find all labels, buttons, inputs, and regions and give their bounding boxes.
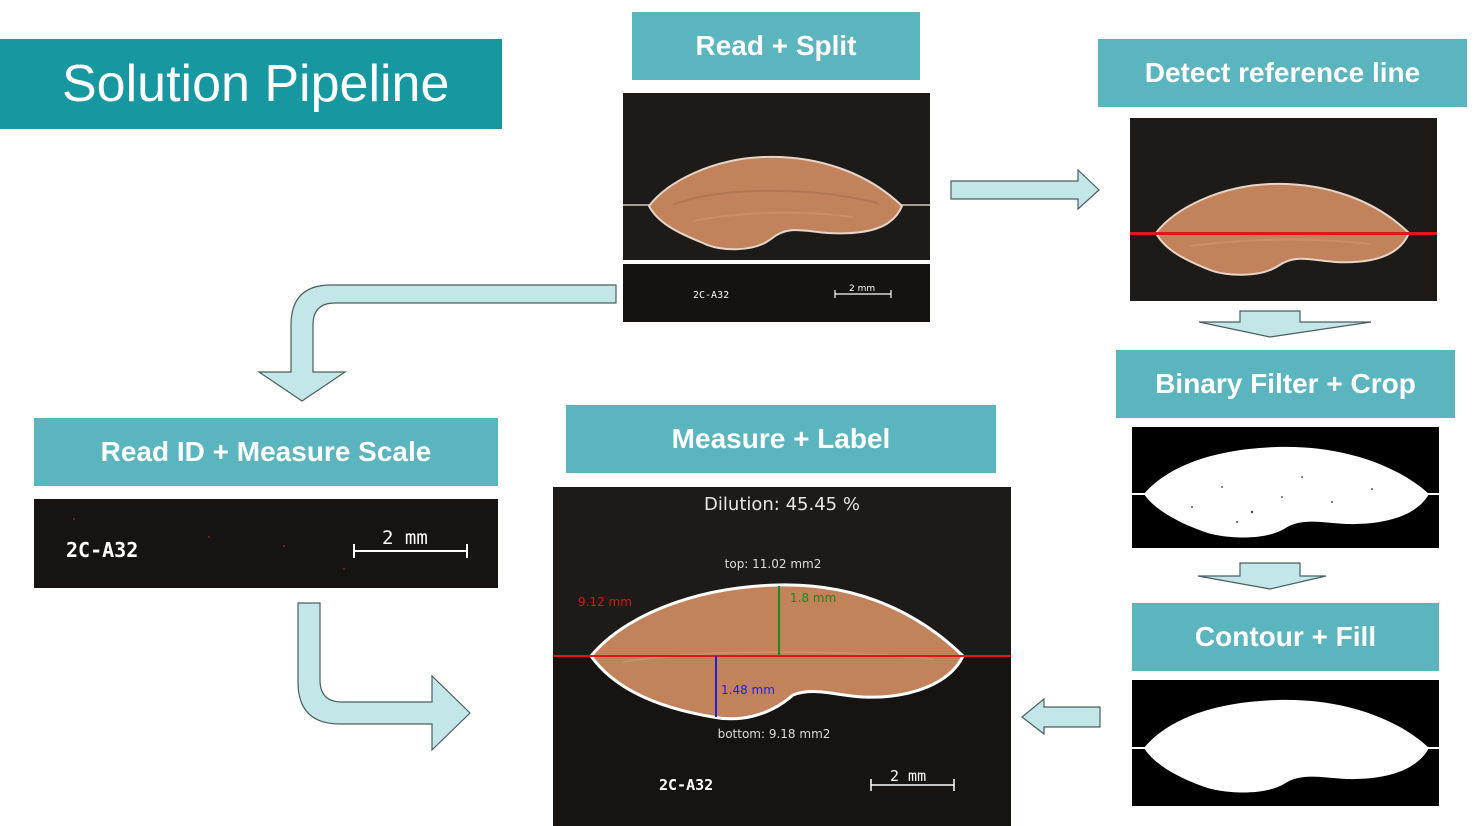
height-bottom-label: 1.48 mm	[721, 683, 775, 697]
measured-sample-id: 2C-A32	[659, 776, 713, 794]
height-top-label: 1.8 mm	[790, 591, 836, 605]
reference-line	[1130, 232, 1437, 235]
split-scale-label: 2 mm	[849, 284, 875, 294]
reference-line-image-panel	[1130, 118, 1437, 301]
arrow-bent-readid-to-measure	[297, 602, 471, 752]
arrow-left-contour-to-measure	[1021, 697, 1101, 736]
dilution-label: Dilution: 45.45 %	[704, 494, 860, 515]
split-sample-id: 2C-A32	[693, 290, 729, 301]
binary-image-panel	[1132, 427, 1439, 548]
measured-scale-label: 2 mm	[890, 767, 926, 785]
step-read-split: Read + Split	[632, 12, 920, 80]
step-measure-label: Measure + Label	[566, 405, 996, 473]
width-label: 9.12 mm	[578, 595, 632, 609]
sample-id-label: 2C-A32	[66, 538, 138, 562]
top-area-label: top: 11.02 mm2	[725, 557, 822, 571]
contour-image-panel	[1132, 680, 1439, 806]
arrow-down-reference-to-binary	[1198, 310, 1372, 338]
split-image-panel: 2C-A32 2 mm	[623, 93, 930, 322]
scale-bar-label: 2 mm	[382, 527, 428, 549]
id-scale-image-panel: 2C-A32 2 mm	[34, 499, 498, 588]
step-contour-fill: Contour + Fill	[1132, 603, 1439, 671]
step-read-id-measure-scale: Read ID + Measure Scale	[34, 418, 498, 486]
measured-image-panel: Dilution: 45.45 % top: 11.02 mm2 9.12 mm…	[553, 487, 1011, 826]
step-binary-filter-crop: Binary Filter + Crop	[1116, 350, 1455, 418]
arrow-right-split-to-reference	[950, 168, 1100, 211]
arrow-bent-split-to-readid	[257, 284, 617, 402]
step-detect-reference-line: Detect reference line	[1098, 39, 1467, 107]
page-title: Solution Pipeline	[0, 39, 502, 129]
arrow-down-binary-to-contour	[1197, 562, 1327, 590]
bottom-area-label: bottom: 9.18 mm2	[718, 727, 831, 741]
